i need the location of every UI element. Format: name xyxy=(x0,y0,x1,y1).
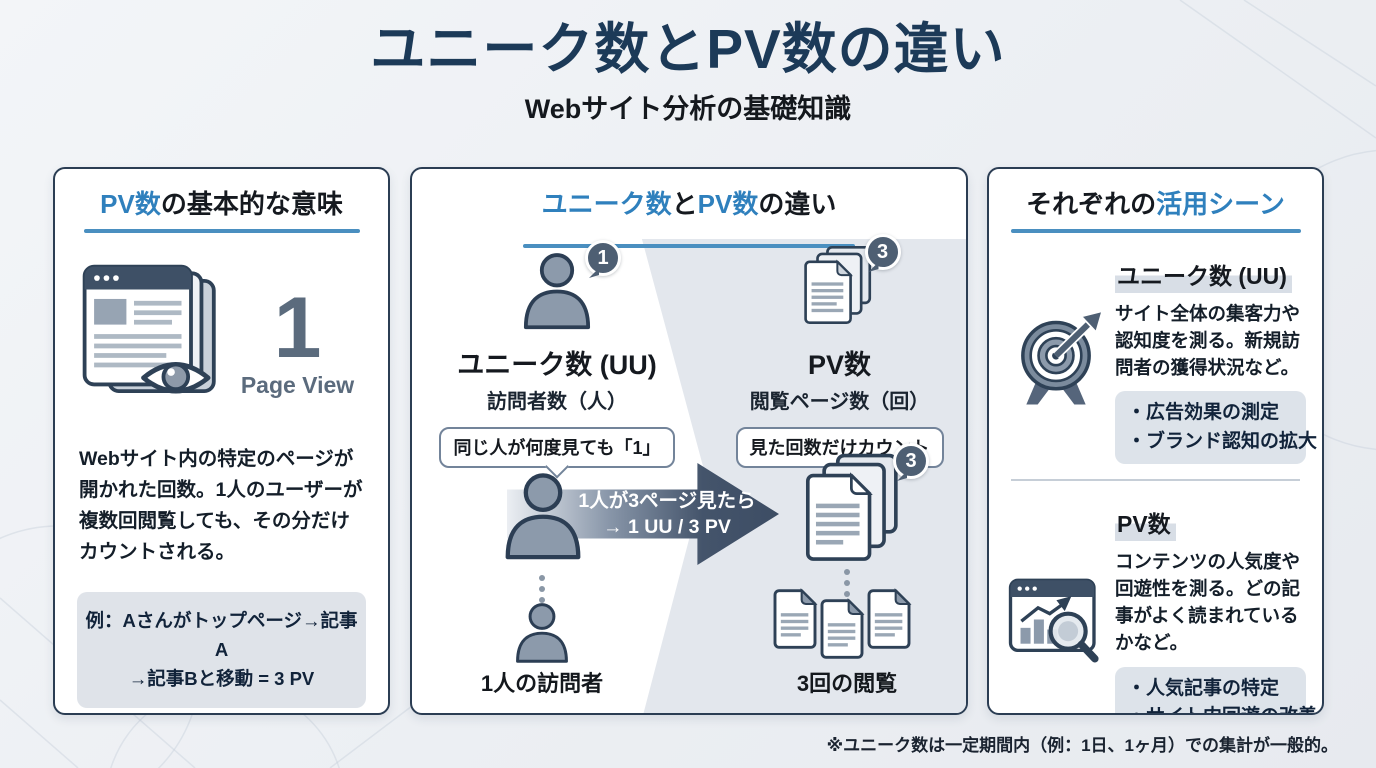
document-icon xyxy=(864,587,914,656)
heading-accent-pv: PV数 xyxy=(697,189,759,219)
heading-and: と xyxy=(671,189,698,219)
arrow-line-1: 1人が3ページ見たら xyxy=(578,489,756,512)
pv-subtitle: 閲覧ページ数（回） xyxy=(749,391,930,413)
count-number: 1 xyxy=(273,279,322,376)
use-case-uu-description: サイト全体の集客力や認知度を測る。新規訪問者の獲得状況など。 xyxy=(1115,302,1301,379)
target-arrow-icon xyxy=(1005,308,1107,412)
heading-underline xyxy=(1010,229,1301,233)
panel-uu-vs-pv: ユニーク数とPV数の違い 1 ユニーク数 (UU) 訪問者数（人） 同じ人が何度… xyxy=(410,167,968,715)
browser-pages-eye-icon xyxy=(77,263,229,414)
use-case-uu-bullets: ・広告効果の測定 ・ブランド認知の拡大 xyxy=(1115,391,1318,465)
section-divider xyxy=(1011,479,1300,481)
uu-bottom-label: 1人の訪問者 xyxy=(480,671,604,696)
use-case-uu-title: ユニーク数 (UU) xyxy=(1115,256,1292,293)
use-case-uu: ユニーク数 (UU) サイト全体の集客力や認知度を測る。新規訪問者の獲得状況など… xyxy=(1005,256,1318,465)
page-title: ユニーク数とPV数の違い xyxy=(370,18,1006,80)
document-icon xyxy=(770,587,820,656)
use-case-pv: PV数 コンテンツの人気度や回遊性を測る。どの記事がよく読まれているかなど。 ・… xyxy=(1005,504,1317,713)
arrow-line-2: → 1 UU / 3 PV xyxy=(603,516,731,538)
heading-plain: それぞれの xyxy=(1026,189,1157,219)
uu-note-bubble: 同じ人が何度見ても「1」 xyxy=(439,427,675,468)
bullet-item: ・サイト内回遊の改善 xyxy=(1127,703,1317,713)
pv-title: PV数 xyxy=(807,350,872,380)
heading-underline xyxy=(83,229,360,233)
person-icon: 1 xyxy=(519,240,621,335)
bullet-item: ・人気記事の特定 xyxy=(1127,677,1280,699)
conversion-arrow-label: 1人が3ページ見たら → 1 UU / 3 PV xyxy=(562,463,772,565)
pv-flow-badge: 3 xyxy=(893,443,929,479)
panel-use-cases-heading: それぞれの活用シーン xyxy=(1005,189,1306,220)
uu-count-badge: 1 xyxy=(585,240,621,276)
panel-uu-vs-pv-heading: ユニーク数とPV数の違い xyxy=(412,189,966,220)
bullet-item: ・ブランド認知の拡大 xyxy=(1127,430,1318,452)
pv-example-box: 例：Aさんがトップページ→記事A →記事Bと移動 = 3 PV xyxy=(77,592,366,709)
document-icon xyxy=(817,597,867,666)
three-pages-row xyxy=(770,587,914,666)
example-line-1: 例：Aさんがトップページ→記事A xyxy=(85,610,358,661)
heading-accent: 活用シーン xyxy=(1156,189,1285,219)
documents-stack-icon: 3 xyxy=(795,443,929,574)
page-view-count: 1 Page View xyxy=(229,279,366,399)
panel-use-cases: それぞれの活用シーン ユニーク数 (UU) xyxy=(987,167,1324,715)
person-icon xyxy=(512,601,572,668)
uu-subtitle: 訪問者数（人） xyxy=(487,391,627,413)
pv-visual: 1 Page View xyxy=(77,263,366,414)
panel-pv-meaning: PV数の基本的な意味 xyxy=(53,167,390,715)
documents-stack-icon: 3 xyxy=(797,234,901,335)
heading-underline xyxy=(523,244,855,248)
page-subtitle: Webサイト分析の基礎知識 xyxy=(524,94,852,125)
heading-rest: の基本的な意味 xyxy=(160,189,343,219)
uu-title: ユニーク数 (UU) xyxy=(457,350,657,380)
pv-count-badge: 3 xyxy=(864,234,901,270)
pv-description: Webサイト内の特定のページが開かれた回数。1人のユーザーが複数回閲覧しても、そ… xyxy=(79,447,363,564)
panel-pv-meaning-heading: PV数の基本的な意味 xyxy=(77,189,366,220)
bullet-item: ・広告効果の測定 xyxy=(1127,402,1280,424)
use-case-pv-title: PV数 xyxy=(1115,504,1176,541)
pv-column: 3 PV数 閲覧ページ数（回） 見た回数だけカウント xyxy=(717,234,962,468)
example-line-2: →記事Bと移動 = 3 PV xyxy=(128,667,315,689)
uu-column: 1 ユニーク数 (UU) 訪問者数（人） 同じ人が何度見ても「1」 xyxy=(427,240,687,468)
footnote: ※ユニーク数は一定期間内（例：1日、1ヶ月）での集計が一般的。 xyxy=(826,736,1338,755)
analytics-magnifier-icon xyxy=(1005,577,1107,667)
use-case-pv-bullets: ・人気記事の特定 ・サイト内回遊の改善 xyxy=(1115,666,1317,713)
count-label: Page View xyxy=(240,371,355,398)
use-case-pv-description: コンテンツの人気度や回遊性を測る。どの記事がよく読まれているかなど。 xyxy=(1115,550,1301,654)
heading-accent: PV数 xyxy=(100,189,161,219)
heading-accent-uu: ユニーク数 xyxy=(541,189,672,219)
heading-rest: の違い xyxy=(758,189,837,219)
header: ユニーク数とPV数の違い Webサイト分析の基礎知識 xyxy=(0,18,1376,126)
person-icon xyxy=(500,469,586,566)
pv-bottom-label: 3回の閲覧 xyxy=(796,671,898,696)
